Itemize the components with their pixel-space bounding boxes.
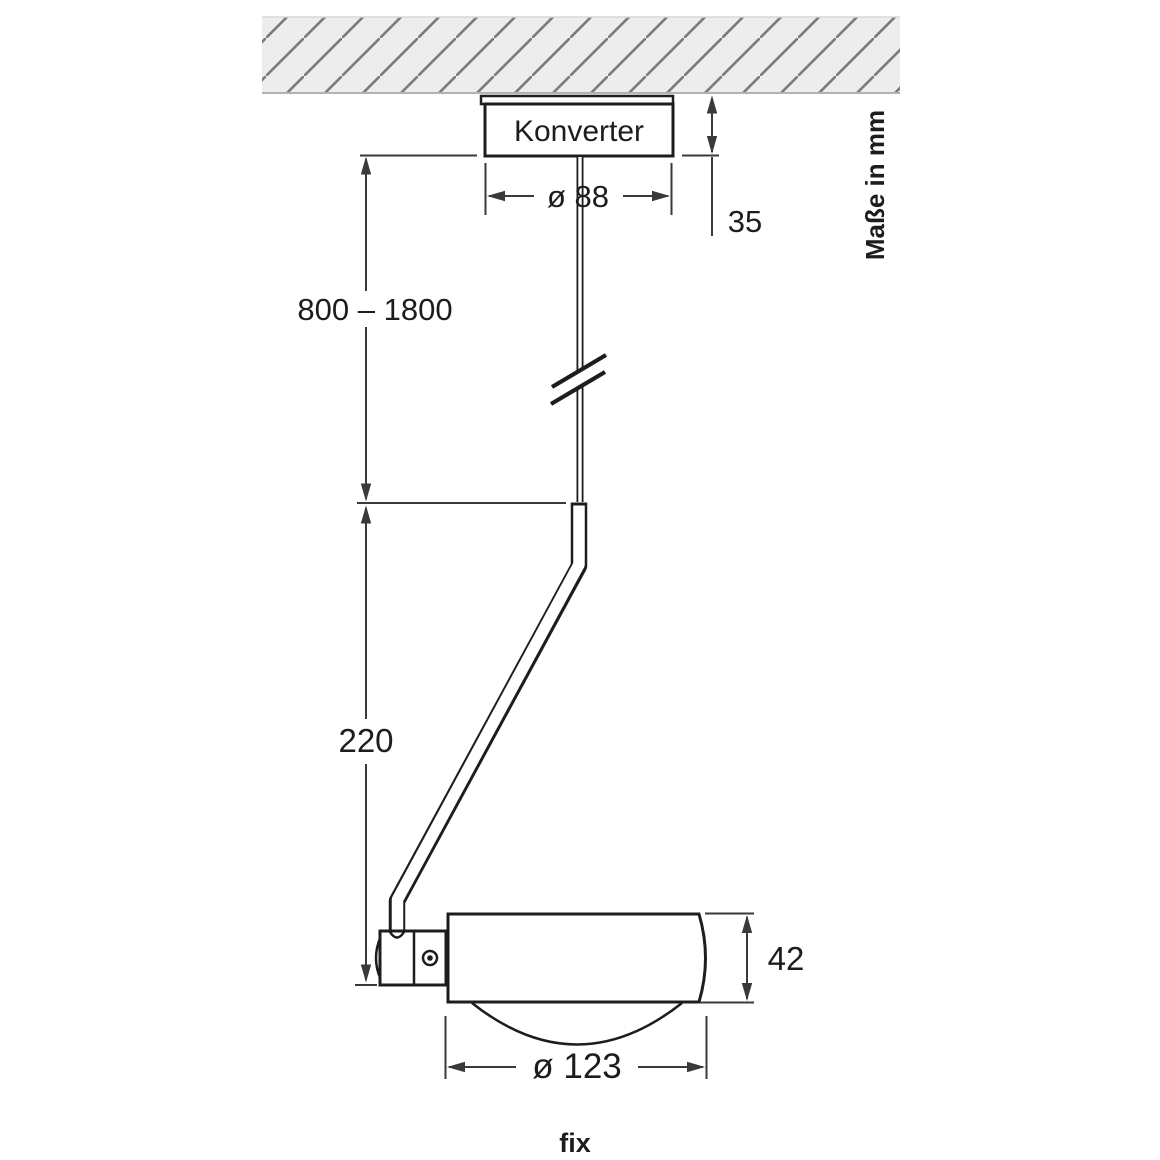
dim-head-diameter: ø 123 [444,1016,708,1086]
arm-end-cap [388,931,406,939]
canopy-height-value: 35 [728,204,762,239]
cable-break-icon [549,353,608,406]
lamp-head [374,912,707,1046]
suspension-cable [549,157,608,502]
pendant-arm [388,502,588,933]
dim-canopy-height: 35 [682,95,762,239]
head-lens [471,1002,683,1046]
suspension-range-value: 800 – 1800 [297,292,452,327]
dim-suspension-range: 800 – 1800 [297,154,477,502]
arm-drop-value: 220 [338,722,393,759]
dim-head-height: 42 [700,912,805,1004]
head-body [446,912,707,1004]
dim-arm-drop: 220 [338,502,566,986]
screw-center [427,955,433,961]
variant-label: fix [559,1128,591,1158]
converter-canopy: Konverter [479,94,675,158]
dim-canopy-diameter: ø 88 [484,163,673,215]
units-note: Maße in mm [860,110,890,260]
canopy-diameter-value: ø 88 [547,179,609,214]
canopy-body [483,102,675,158]
head-diameter-value: ø 123 [532,1047,622,1086]
canopy-label: Konverter [514,115,644,148]
ceiling-hatch [262,16,900,94]
head-height-value: 42 [768,940,805,977]
